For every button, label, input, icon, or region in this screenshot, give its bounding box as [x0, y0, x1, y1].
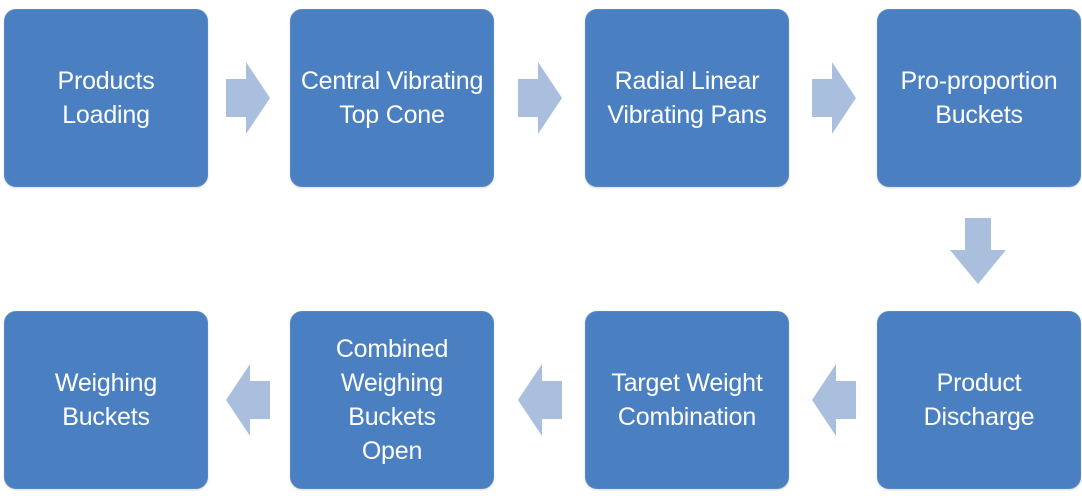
arrow-left-icon	[226, 364, 270, 436]
step-radial-linear-vibrating-pans: Radial Linear Vibrating Pans	[585, 9, 789, 187]
arrow-down-icon	[950, 218, 1006, 284]
arrow-left-icon	[812, 364, 856, 436]
arrow-left-icon	[518, 364, 562, 436]
step-central-vibrating-top-cone: Central Vibrating Top Cone	[290, 9, 494, 187]
step-label: Target Weight Combination	[611, 369, 763, 431]
step-label: Products Loading	[57, 67, 155, 129]
step-label: Combined Weighing Buckets Open	[335, 335, 449, 465]
step-weighing-buckets: Weighing Buckets	[4, 311, 208, 489]
arrow-right-icon	[226, 62, 270, 134]
step-products-loading: Products Loading	[4, 9, 208, 187]
arrow-right-icon	[812, 62, 856, 134]
arrow-right-icon	[518, 62, 562, 134]
step-label: Central Vibrating Top Cone	[300, 67, 484, 129]
step-label: Product Discharge	[923, 369, 1035, 431]
step-product-discharge: Product Discharge	[877, 311, 1081, 489]
step-label: Pro-proportion Buckets	[900, 67, 1058, 129]
step-pro-proportion-buckets: Pro-proportion Buckets	[877, 9, 1081, 187]
step-label: Weighing Buckets	[54, 369, 158, 431]
step-label: Radial Linear Vibrating Pans	[607, 67, 767, 129]
step-combined-weighing-buckets-open: Combined Weighing Buckets Open	[290, 311, 494, 489]
step-target-weight-combination: Target Weight Combination	[585, 311, 789, 489]
